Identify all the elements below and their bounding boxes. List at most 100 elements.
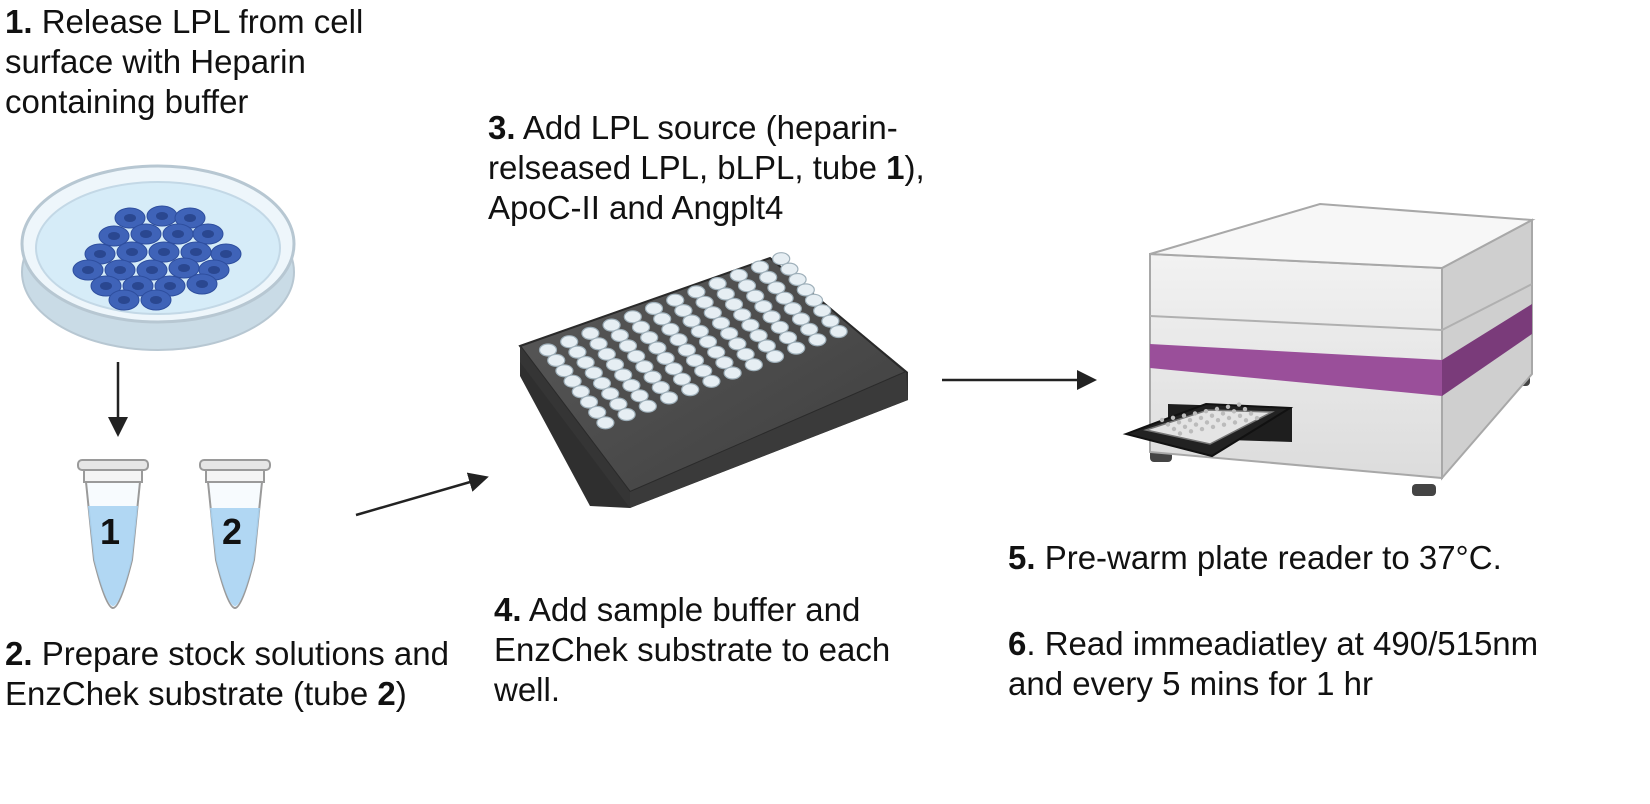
step-3-label-end: ), ApoC-II and Angplt4 bbox=[488, 149, 925, 226]
well-icon bbox=[682, 314, 701, 328]
well-icon bbox=[601, 387, 620, 401]
cell-nucleus-icon bbox=[132, 282, 144, 290]
well-icon bbox=[631, 320, 651, 334]
well-icon bbox=[579, 395, 599, 409]
mini-well-icon bbox=[1192, 411, 1198, 416]
mini-well-icon bbox=[1198, 415, 1204, 421]
well-icon bbox=[674, 304, 693, 318]
well-icon bbox=[744, 358, 763, 372]
mini-well-icon bbox=[1204, 420, 1210, 425]
well-icon bbox=[703, 306, 722, 320]
well-icon bbox=[808, 333, 827, 347]
cell-nucleus-icon bbox=[108, 232, 120, 240]
well-icon bbox=[610, 328, 629, 343]
well-icon bbox=[715, 356, 734, 370]
step-3-number: 3. bbox=[488, 109, 516, 146]
cell-nucleus-icon bbox=[140, 230, 152, 238]
well-icon bbox=[765, 349, 785, 363]
well-icon bbox=[720, 326, 739, 341]
mini-well-icon bbox=[1203, 409, 1209, 414]
plate-reader-icon bbox=[1122, 202, 1536, 496]
mini-well-icon bbox=[1248, 411, 1254, 416]
well-icon bbox=[708, 277, 727, 291]
petri-dish-icon bbox=[20, 164, 296, 351]
step-5-label: Pre-warm plate reader to 37°C. bbox=[1035, 539, 1502, 576]
well-icon bbox=[589, 337, 608, 351]
well-icon bbox=[648, 341, 667, 355]
mini-well-icon bbox=[1159, 417, 1165, 423]
well-icon bbox=[694, 364, 713, 378]
well-icon bbox=[800, 322, 819, 336]
step-3-label: Add LPL source (heparin-relseased LPL, b… bbox=[488, 109, 898, 186]
mini-well-icon bbox=[1182, 424, 1188, 429]
well-icon bbox=[560, 335, 579, 349]
cell-nucleus-icon bbox=[190, 248, 202, 256]
well-icon bbox=[690, 324, 709, 338]
well-icon bbox=[571, 385, 590, 399]
step-6-text: 6. Read immeadiatley at 490/515nm and ev… bbox=[1008, 624, 1588, 704]
mini-well-icon bbox=[1214, 406, 1220, 412]
mini-well-icon bbox=[1232, 420, 1238, 425]
step-2-text: 2. Prepare stock solutions and EnzChek s… bbox=[5, 634, 455, 714]
cell-nucleus-icon bbox=[150, 296, 162, 304]
well-icon bbox=[711, 316, 731, 330]
well-icon bbox=[651, 380, 670, 395]
well-icon bbox=[729, 268, 748, 282]
mini-well-icon bbox=[1225, 404, 1231, 409]
well-icon bbox=[829, 324, 848, 339]
plate-wells bbox=[538, 252, 848, 430]
well-icon bbox=[687, 285, 706, 299]
well-icon bbox=[640, 331, 659, 345]
well-icon bbox=[716, 287, 735, 301]
well-icon bbox=[733, 308, 752, 322]
well-icon bbox=[643, 370, 662, 384]
well-icon bbox=[568, 345, 587, 359]
well-icon bbox=[666, 293, 685, 307]
mini-well-icon bbox=[1187, 417, 1193, 423]
mini-well-icon bbox=[1210, 424, 1216, 430]
well-icon bbox=[547, 353, 566, 367]
mini-well-icon bbox=[1242, 406, 1248, 412]
step-4-number: 4. bbox=[494, 591, 522, 628]
mini-well-icon bbox=[1254, 415, 1260, 421]
96-well-plate-icon bbox=[518, 252, 908, 508]
arrow-icon bbox=[355, 472, 489, 517]
well-icon bbox=[627, 349, 646, 363]
well-icon bbox=[728, 337, 747, 351]
well-icon bbox=[736, 347, 755, 361]
well-icon bbox=[681, 383, 700, 397]
mini-well-icon bbox=[1236, 402, 1242, 407]
cell-nucleus-icon bbox=[196, 280, 208, 288]
cell-nucleus-icon bbox=[100, 282, 112, 290]
mini-well-icon bbox=[1177, 431, 1183, 436]
well-icon bbox=[656, 351, 675, 365]
well-icon bbox=[767, 281, 786, 295]
well-icon bbox=[778, 331, 798, 345]
well-icon bbox=[787, 341, 806, 355]
cell-cluster bbox=[72, 205, 242, 311]
step-3-text: 3. Add LPL source (heparin-relseased LPL… bbox=[488, 108, 928, 228]
well-icon bbox=[659, 391, 679, 405]
well-icon bbox=[661, 322, 680, 336]
well-icon bbox=[804, 293, 824, 307]
mini-well-icon bbox=[1226, 415, 1232, 421]
cell-nucleus-icon bbox=[118, 296, 130, 304]
cell-nucleus-icon bbox=[172, 230, 184, 238]
mini-well-icon bbox=[1165, 422, 1171, 427]
well-icon bbox=[702, 374, 721, 388]
cell-nucleus-icon bbox=[202, 230, 214, 238]
well-icon bbox=[821, 314, 840, 328]
well-icon bbox=[749, 329, 768, 343]
well-icon bbox=[617, 407, 636, 422]
well-icon bbox=[653, 312, 672, 326]
step-4-label: Add sample buffer and EnzChek substrate … bbox=[494, 591, 891, 708]
well-icon bbox=[644, 301, 664, 316]
well-icon bbox=[563, 374, 582, 388]
well-icon bbox=[759, 270, 778, 284]
microtube-icon: 1 bbox=[77, 459, 149, 610]
step-1-number: 1. bbox=[5, 3, 33, 40]
well-icon bbox=[597, 347, 616, 361]
step-6-label: . Read immeadiatley at 490/515nm and eve… bbox=[1008, 625, 1539, 702]
well-icon bbox=[750, 260, 770, 274]
